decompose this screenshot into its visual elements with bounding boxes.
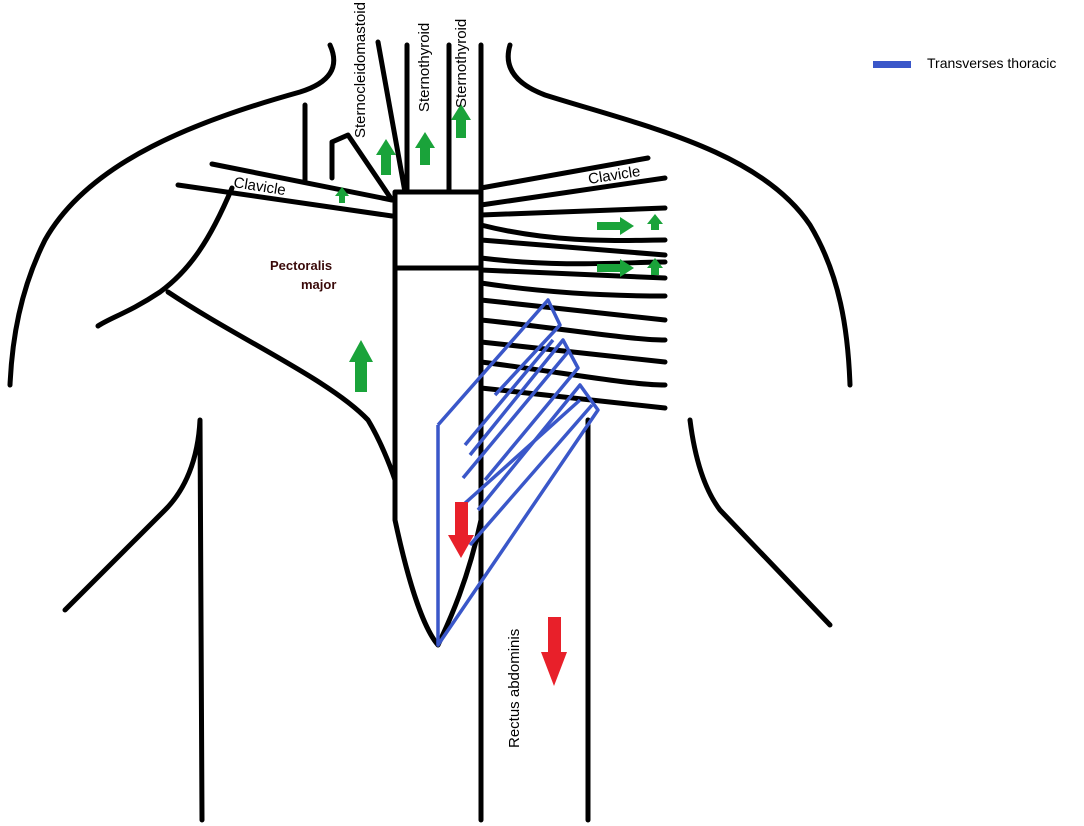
rib: [478, 255, 668, 267]
arrow-up-icon: [647, 214, 663, 230]
right-clavicle-lower: [478, 175, 668, 208]
label-pectoralis: Pectoralis: [270, 258, 332, 273]
arrow-right-icon: [597, 217, 634, 235]
label-major: major: [301, 277, 336, 292]
downward-arrows: [448, 502, 567, 686]
legend-swatch: [873, 61, 911, 68]
arrow-up-icon: [415, 132, 435, 165]
rib: [478, 297, 668, 323]
manubrium: [392, 189, 484, 271]
arrow-up-icon: [335, 187, 349, 203]
label-sternocleidomastoid: Sternocleidomastoid: [352, 2, 369, 138]
rib: [478, 317, 668, 343]
label-sternothyroid: Sternothyroid: [416, 23, 433, 112]
pectoralis-major-outline: [95, 185, 398, 483]
left-clavicle-upper: [209, 161, 395, 203]
arrow-right-icon: [597, 259, 634, 277]
label-sternothyroid-2: Sternothyroid: [453, 19, 470, 108]
label-rectus-abdominis: Rectus abdominis: [506, 629, 523, 748]
rib: [478, 222, 668, 244]
rib: [478, 359, 668, 388]
arrow-down-icon: [448, 502, 474, 558]
left-clavicle-lower: [175, 182, 395, 219]
rib: [478, 267, 668, 281]
transverses-thoracic-slip: [468, 403, 594, 547]
transverses-thoracic-outline: [436, 298, 600, 647]
right-clavicle-upper: [478, 155, 651, 191]
rib: [478, 339, 668, 365]
rib: [478, 280, 668, 299]
arrow-up-icon: [349, 340, 373, 392]
sternocleidomastoid-loop: [302, 102, 395, 203]
left-arm-outline: [62, 417, 205, 823]
sternocleidomastoid-line: [375, 39, 408, 195]
upward-arrows: [335, 104, 663, 392]
arrow-down-icon: [541, 617, 567, 686]
rib: [478, 205, 668, 218]
transverses-thoracic: [436, 298, 600, 647]
left-neck-shoulder-outline: [7, 42, 337, 388]
right-neck-shoulder-outline: [505, 42, 853, 388]
arrow-up-icon: [647, 258, 663, 275]
transverses-thoracic-slip: [461, 398, 582, 507]
transverses-thoracic-slip: [463, 338, 555, 447]
rightward-arrows: [597, 217, 634, 277]
legend: Transverses thoracic: [873, 55, 1056, 71]
right-arm-outline: [687, 417, 833, 628]
arrow-up-icon: [376, 139, 396, 175]
arrow-up-icon: [451, 104, 471, 138]
legend-label: Transverses thoracic: [927, 55, 1056, 71]
rib: [478, 237, 668, 258]
transverses-thoracic-slip: [461, 350, 570, 480]
